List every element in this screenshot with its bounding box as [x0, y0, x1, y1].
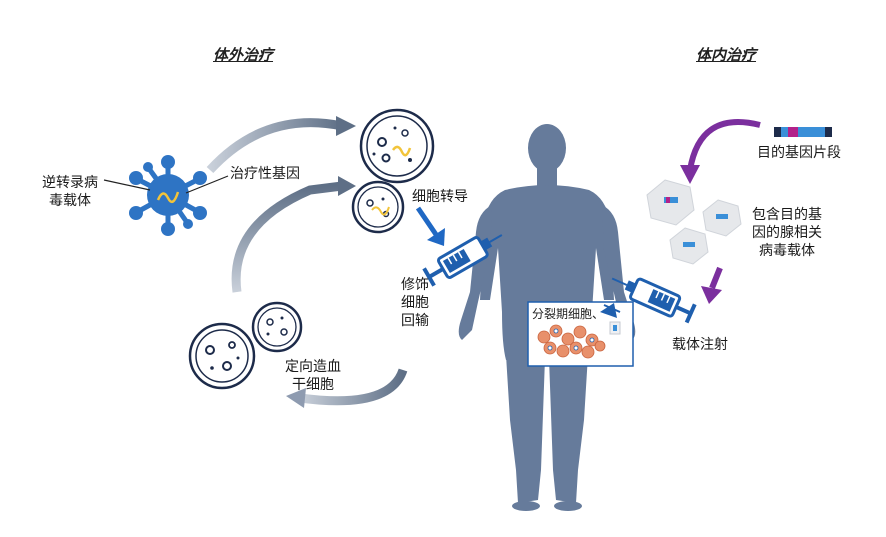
dividing-cells-inset	[527, 301, 634, 367]
label-cell-transduction: 细胞转导	[412, 189, 468, 205]
label-stem-cells-line1: 定向造血	[285, 359, 341, 375]
arrow-return-to-stemcells	[299, 368, 408, 406]
heading-in-vivo: 体内治疗	[696, 46, 757, 64]
label-gene-fragment: 目的基因片段	[757, 145, 841, 161]
label-reinfuse-line3: 回输	[401, 313, 429, 329]
petri-dish-bottom-small	[251, 301, 303, 353]
gene-pointer	[185, 175, 229, 194]
injection-syringe-icon	[611, 277, 697, 324]
infusion-syringe-icon	[422, 234, 503, 287]
label-retrovirus-line2: 毒载体	[49, 193, 91, 209]
human-body-silhouette	[458, 124, 636, 511]
purple-arrow-gene-to-aav	[680, 119, 761, 184]
label-hematopoietic-stem-cells: 定向造血 干细胞	[278, 358, 348, 394]
label-aav-line2: 因的腺相关	[752, 225, 822, 241]
label-aav-vector: 包含目的基 因的腺相关 病毒载体	[745, 206, 829, 260]
arrow-virus-to-dish	[206, 118, 343, 174]
purple-arrow-to-injection	[701, 266, 723, 304]
label-modified-cell-reinfusion: 修饰 细胞 回输	[395, 276, 435, 330]
petri-dish-top-large	[359, 108, 435, 184]
label-dividing-cells: 分裂期细胞、	[532, 307, 605, 321]
label-reinfuse-line2: 细胞	[401, 295, 429, 311]
arrow-stemcells-to-dish	[231, 181, 343, 293]
label-aav-line1: 包含目的基	[752, 207, 822, 223]
petri-dish-bottom-large	[188, 322, 256, 390]
label-vector-injection: 载体注射	[672, 337, 728, 353]
aav-particles	[646, 179, 742, 265]
label-stem-cells-line2: 干细胞	[292, 377, 334, 393]
heading-ex-vivo: 体外治疗	[213, 46, 274, 64]
label-therapeutic-gene: 治疗性基因	[230, 166, 300, 182]
petri-dish-top-small	[351, 180, 405, 234]
gene-fragment-icon	[774, 127, 832, 137]
label-reinfuse-line1: 修饰	[401, 277, 429, 293]
transduction-arrow	[415, 206, 445, 246]
retrovirus-pointer	[103, 179, 151, 191]
retrovirus-icon	[129, 155, 207, 236]
label-retrovirus-line1: 逆转录病	[42, 175, 98, 191]
label-aav-line3: 病毒载体	[759, 243, 815, 259]
label-retrovirus-vector: 逆转录病 毒载体	[38, 174, 102, 210]
